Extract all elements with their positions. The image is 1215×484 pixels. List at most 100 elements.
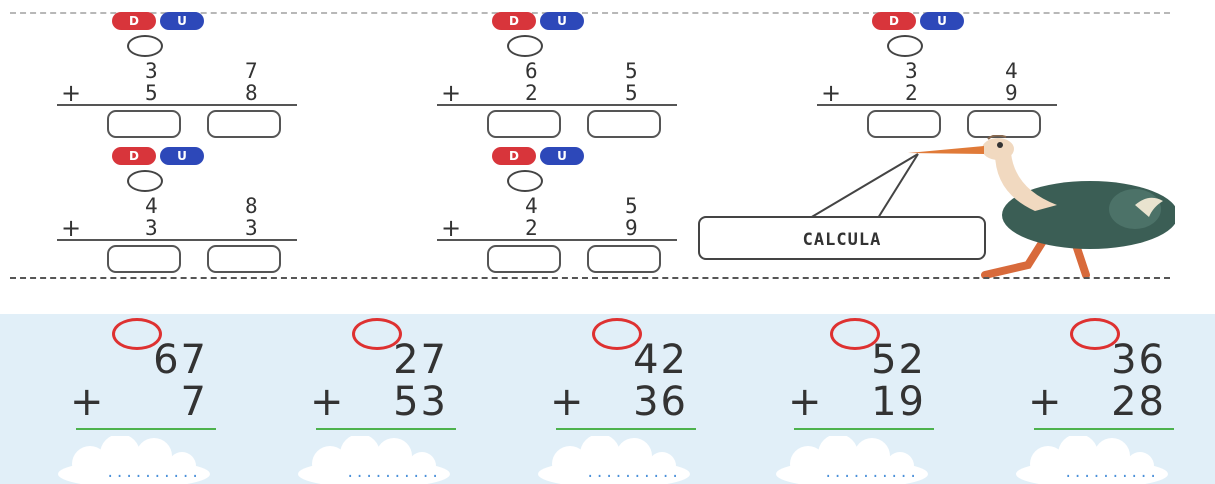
bottom-dashed-divider bbox=[10, 277, 1170, 279]
sum-rule bbox=[57, 239, 297, 241]
carry-circle[interactable] bbox=[592, 318, 642, 350]
first-addend-tens: 3 bbox=[905, 59, 918, 83]
speech-pointer-lines bbox=[809, 153, 919, 219]
plus-sign: + bbox=[310, 379, 346, 425]
first-addend: 42 bbox=[633, 337, 688, 383]
answer-placeholder[interactable]: .......... bbox=[1064, 465, 1159, 481]
sum-rule bbox=[817, 104, 1057, 106]
tens-badge: D bbox=[112, 147, 156, 165]
carry-circle[interactable] bbox=[352, 318, 402, 350]
answer-box-units[interactable] bbox=[207, 110, 281, 138]
second-addend: 19 bbox=[871, 379, 926, 425]
units-badge: U bbox=[920, 12, 964, 30]
answer-box-units[interactable] bbox=[587, 110, 661, 138]
second-addend-units: 3 bbox=[245, 216, 258, 240]
answer-box-tens[interactable] bbox=[487, 245, 561, 273]
second-addend-units: 9 bbox=[1005, 81, 1018, 105]
second-addend-tens: 2 bbox=[525, 216, 538, 240]
first-addend: 52 bbox=[871, 337, 926, 383]
first-addend-units: 7 bbox=[245, 59, 258, 83]
first-addend-units: 8 bbox=[245, 194, 258, 218]
plus-sign: + bbox=[550, 379, 586, 425]
place-value-header: D U bbox=[112, 147, 232, 167]
carry-circle[interactable] bbox=[887, 35, 923, 57]
addition-problem-4: D U 4 8 + 3 3 bbox=[57, 147, 297, 273]
first-addend-units: 5 bbox=[625, 194, 638, 218]
speech-bubble-text: CALCULA bbox=[802, 230, 882, 250]
answer-box-tens[interactable] bbox=[487, 110, 561, 138]
tens-badge: D bbox=[492, 12, 536, 30]
answer-placeholder[interactable]: .......... bbox=[824, 465, 919, 481]
sum-rule bbox=[437, 239, 677, 241]
answer-box-tens[interactable] bbox=[107, 245, 181, 273]
tens-badge: D bbox=[872, 12, 916, 30]
sum-rule bbox=[57, 104, 297, 106]
answer-placeholder[interactable]: .......... bbox=[346, 465, 441, 481]
second-addend: 53 bbox=[393, 379, 448, 425]
speech-bubble: CALCULA bbox=[698, 216, 986, 260]
practice-strip: 67 + 7 .......... 27 + 53 .......... 42 … bbox=[0, 314, 1215, 484]
first-addend: 27 bbox=[393, 337, 448, 383]
place-value-header: D U bbox=[492, 147, 612, 167]
tens-badge: D bbox=[112, 12, 156, 30]
practice-problem-1: 67 + 7 .......... bbox=[58, 314, 260, 484]
plus-sign: + bbox=[70, 379, 106, 425]
second-addend-units: 8 bbox=[245, 81, 258, 105]
addition-problem-2: D U 6 5 + 2 5 bbox=[437, 12, 677, 138]
plus-sign: + bbox=[61, 214, 82, 242]
second-addend-tens: 2 bbox=[905, 81, 918, 105]
place-value-header: D U bbox=[492, 12, 612, 32]
carry-circle[interactable] bbox=[507, 170, 543, 192]
addition-problem-5: D U 4 5 + 2 9 bbox=[437, 147, 677, 273]
units-badge: U bbox=[160, 147, 204, 165]
answer-box-units[interactable] bbox=[967, 110, 1041, 138]
second-addend-tens: 3 bbox=[145, 216, 158, 240]
cloud-icon bbox=[1016, 436, 1168, 484]
carry-circle[interactable] bbox=[830, 318, 880, 350]
plus-sign: + bbox=[1028, 379, 1064, 425]
carry-circle[interactable] bbox=[127, 35, 163, 57]
plus-sign: + bbox=[441, 79, 462, 107]
carry-circle[interactable] bbox=[1070, 318, 1120, 350]
cloud-icon bbox=[776, 436, 928, 484]
first-addend-tens: 4 bbox=[145, 194, 158, 218]
answer-box-tens[interactable] bbox=[107, 110, 181, 138]
answer-box-units[interactable] bbox=[207, 245, 281, 273]
first-addend-units: 4 bbox=[1005, 59, 1018, 83]
first-addend-units: 5 bbox=[625, 59, 638, 83]
cloud-icon bbox=[58, 436, 210, 484]
plus-sign: + bbox=[788, 379, 824, 425]
carry-circle[interactable] bbox=[112, 318, 162, 350]
answer-placeholder[interactable]: .......... bbox=[106, 465, 201, 481]
top-dashed-divider bbox=[10, 12, 1170, 14]
answer-line bbox=[1034, 428, 1174, 430]
first-addend-tens: 4 bbox=[525, 194, 538, 218]
answer-placeholder[interactable]: .......... bbox=[586, 465, 681, 481]
units-badge: U bbox=[540, 147, 584, 165]
first-addend: 36 bbox=[1111, 337, 1166, 383]
plus-sign: + bbox=[441, 214, 462, 242]
answer-line bbox=[794, 428, 934, 430]
units-badge: U bbox=[160, 12, 204, 30]
answer-line bbox=[556, 428, 696, 430]
place-value-header: D U bbox=[872, 12, 992, 32]
addition-problem-3: D U 3 4 + 2 9 bbox=[817, 12, 1057, 138]
practice-problem-2: 27 + 53 .......... bbox=[298, 314, 500, 484]
answer-line bbox=[316, 428, 456, 430]
sum-rule bbox=[437, 104, 677, 106]
answer-box-units[interactable] bbox=[587, 245, 661, 273]
answer-box-tens[interactable] bbox=[867, 110, 941, 138]
second-addend: 36 bbox=[633, 379, 688, 425]
column-addition-worksheet: D U 3 7 + 5 8 D U 6 5 + 2 5 D U 3 bbox=[10, 12, 1175, 279]
ostrich-illustration bbox=[908, 135, 1175, 279]
second-addend: 28 bbox=[1111, 379, 1166, 425]
practice-problem-5: 36 + 28 .......... bbox=[1016, 314, 1215, 484]
carry-circle[interactable] bbox=[127, 170, 163, 192]
carry-circle[interactable] bbox=[507, 35, 543, 57]
plus-sign: + bbox=[821, 79, 842, 107]
second-addend: 7 bbox=[180, 379, 208, 425]
first-addend: 67 bbox=[153, 337, 208, 383]
second-addend-tens: 2 bbox=[525, 81, 538, 105]
practice-problem-4: 52 + 19 .......... bbox=[776, 314, 978, 484]
plus-sign: + bbox=[61, 79, 82, 107]
